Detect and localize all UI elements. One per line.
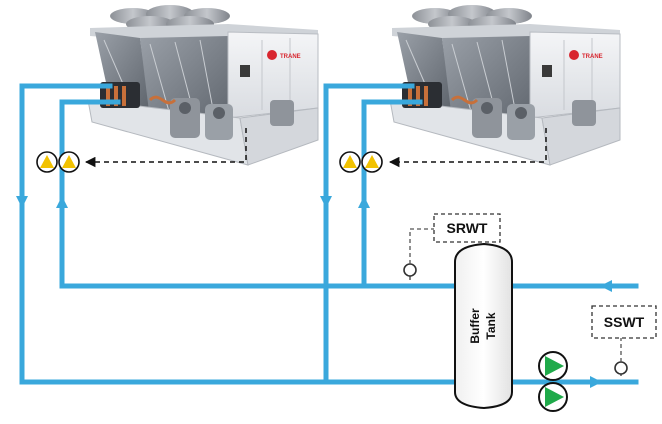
system-pump-pair xyxy=(538,351,568,412)
chiller-unit-2: TRANE xyxy=(389,5,621,166)
sswt-sensor: SSWT xyxy=(591,305,657,376)
flow-arrow-down-icon xyxy=(16,196,28,208)
sswt-label: SSWT xyxy=(604,314,645,330)
chiller-2-return-pipe xyxy=(323,83,415,385)
flow-arrows xyxy=(16,196,612,388)
flow-arrow-up-icon xyxy=(56,196,68,208)
pump-arrow-icon xyxy=(545,356,564,376)
srwt-label: SRWT xyxy=(447,220,488,236)
chiller-1-supply-pipe xyxy=(59,99,458,289)
chiller-2-supply-pipe xyxy=(361,99,423,289)
flow-arrow-right-icon xyxy=(590,376,602,388)
pump-arrow-icon xyxy=(545,387,564,407)
chiller-1-return-pipe xyxy=(19,83,458,385)
chiller-1-pump-pair xyxy=(36,151,80,173)
flow-arrow-down-icon xyxy=(320,196,332,208)
tank-label-line2: Tank xyxy=(484,312,498,339)
chiller-1-control-line xyxy=(84,128,247,168)
chiller-1-brand: TRANE xyxy=(280,54,301,60)
flow-arrow-left-icon xyxy=(600,280,612,292)
srwt-sensor: SRWT xyxy=(403,213,501,280)
chiller-2-control-line xyxy=(388,128,547,168)
chiller-unit-1: TRANE xyxy=(87,5,319,166)
trane-logo-icon xyxy=(267,50,277,60)
flow-arrow-up-icon xyxy=(358,196,370,208)
chiller-2-pump-pair xyxy=(339,151,383,173)
trane-logo-icon xyxy=(569,50,579,60)
tank-label-line1: Buffer xyxy=(468,308,482,344)
chiller-2-brand: TRANE xyxy=(582,54,603,60)
buffer-tank: Buffer Tank xyxy=(454,242,513,410)
piping xyxy=(19,83,639,385)
control-lines xyxy=(84,128,547,168)
